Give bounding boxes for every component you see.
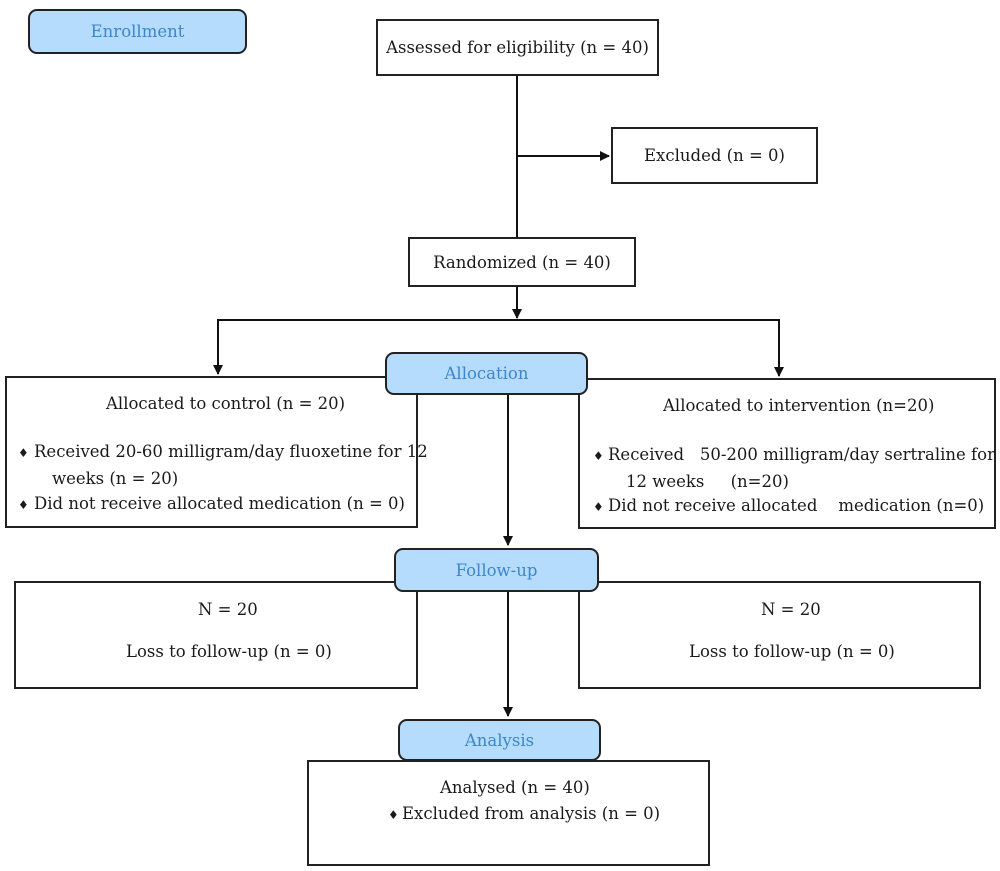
analysis-excluded-text: Excluded from analysis (n = 0) <box>402 804 661 823</box>
excluded-box: Excluded (n = 0) <box>611 127 818 184</box>
analysis-label-text: Analysis <box>464 730 535 750</box>
analysis-bullet-icon: ♦ <box>388 808 399 822</box>
analysis-box: Analysed (n = 40) ♦ Excluded from analys… <box>307 760 710 866</box>
allocation-label-text: Allocation <box>444 364 529 383</box>
intervention-bullet-2: Did not receive allocated medication (n=… <box>608 496 985 515</box>
followup-control-loss: Loss to follow-up (n = 0) <box>126 642 332 661</box>
intervention-allocation-box: Allocated to intervention (n=20) ♦ Recei… <box>578 378 996 529</box>
intervention-bullet-1-icon: ♦ <box>593 449 604 463</box>
analysed-text: Analysed (n = 40) <box>440 778 590 797</box>
followup-stage-label: Follow-up <box>394 548 599 592</box>
control-bullet-2: Did not receive allocated medication (n … <box>34 494 405 513</box>
followup-label-text: Follow-up <box>455 560 538 580</box>
control-bullet-2-icon: ♦ <box>18 498 29 512</box>
control-bullet-1-line-1: Received 20-60 milligram/day fluoxetine … <box>34 442 428 461</box>
allocation-stage-label: Allocation <box>385 352 588 395</box>
randomized-box: Randomized (n = 40) <box>408 237 636 287</box>
randomized-text: Randomized (n = 40) <box>433 252 611 272</box>
assessed-text: Assessed for eligibility (n = 40) <box>386 38 649 57</box>
enrollment-stage-label: Enrollment <box>28 9 247 54</box>
assessed-box: Assessed for eligibility (n = 40) <box>376 19 659 76</box>
branch-to-intervention <box>517 319 784 377</box>
followup-intervention-box: N = 20 Loss to follow-up (n = 0) <box>578 581 981 689</box>
intervention-bullet-1-line-1: Received 50-200 milligram/day sertraline… <box>608 445 995 464</box>
control-bullet-1-line-2: weeks (n = 20) <box>52 469 179 488</box>
intervention-title: Allocated to intervention (n=20) <box>663 396 935 415</box>
control-allocation-box: Allocated to control (n = 20) ♦ Received… <box>5 376 428 528</box>
excluded-text: Excluded (n = 0) <box>644 146 785 165</box>
enrollment-label-text: Enrollment <box>90 22 185 41</box>
intervention-bullet-1-line-2: 12 weeks (n=20) <box>626 472 789 491</box>
followup-intervention-count: N = 20 <box>761 600 821 619</box>
followup-intervention-loss: Loss to follow-up (n = 0) <box>689 642 895 661</box>
control-bullet-1-icon: ♦ <box>18 446 29 460</box>
followup-control-box: N = 20 Loss to follow-up (n = 0) <box>14 581 418 689</box>
followup-control-count: N = 20 <box>198 600 258 619</box>
control-title: Allocated to control (n = 20) <box>106 394 346 413</box>
analysis-stage-label: Analysis <box>398 719 601 761</box>
intervention-bullet-2-icon: ♦ <box>593 500 604 514</box>
branch-to-control <box>213 319 517 375</box>
